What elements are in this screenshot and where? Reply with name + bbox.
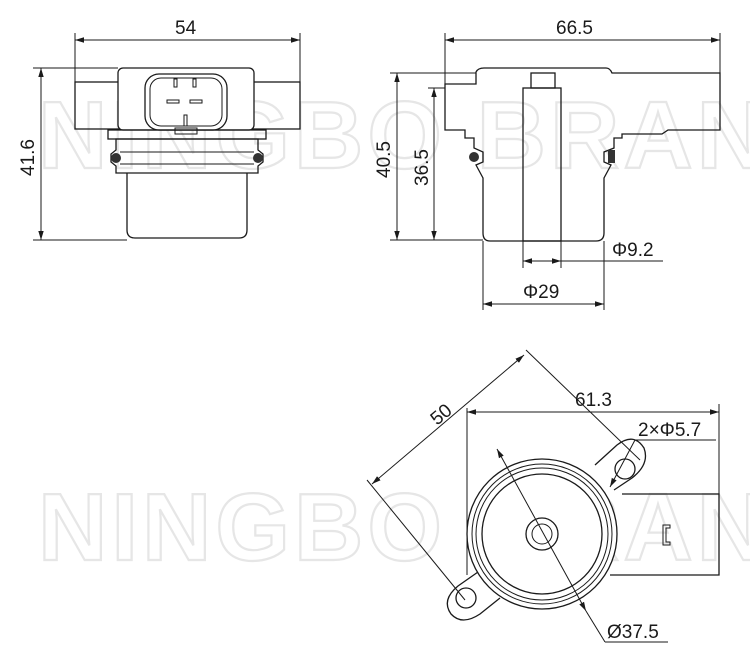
pin-icon [189,99,203,104]
dim-width-label: 61.3 [575,390,612,411]
dim-flange-dia-label: Ø37.5 [607,622,659,643]
flange-outer [466,458,618,610]
top-view: 61.3 50 2×Φ5.7 Ø37.5 [366,349,720,643]
o-ring-icon [111,153,121,163]
mounting-ear [594,438,647,491]
dim-body-height-label: 36.5 [412,149,433,186]
bore-top [530,72,556,89]
front-view: 54 41.6 [18,18,301,241]
o-ring-icon [608,150,615,163]
dim-total-height-label: 40.5 [374,141,395,178]
dim-height-label: 41.6 [18,139,39,176]
mounting-ear [446,571,501,621]
mount-hole-icon [455,587,477,609]
dim-body-dia-label: Φ29 [523,282,559,303]
connector-latch-icon [662,524,671,546]
pin-icon [166,99,180,104]
dim-width-label: 54 [175,18,197,39]
connector-block [610,493,720,576]
svg-text:NINGBO BRANDO: NINGBO BRANDO [38,474,750,581]
section-body [444,67,721,242]
connector-plug [144,73,228,131]
watermark: NINGBO BRANDO NINGBO BRANDO [37,81,750,582]
dim-diagonal-label: 50 [427,400,457,430]
latch [174,127,198,135]
dim-width-label: 66.5 [556,18,593,39]
seal-groove [110,138,264,174]
pin-icon [183,114,188,127]
lower-body [126,173,248,239]
o-ring-icon [469,152,479,162]
pin-icon [173,78,178,88]
dim-holes-label: 2×Φ5.7 [638,420,701,441]
dim-bore-label: Φ9.2 [612,240,654,261]
pin-icon [192,78,197,88]
section-view: 66.5 40.5 36.5 Φ9.2 Φ29 [374,18,721,310]
o-ring-icon [253,153,263,163]
